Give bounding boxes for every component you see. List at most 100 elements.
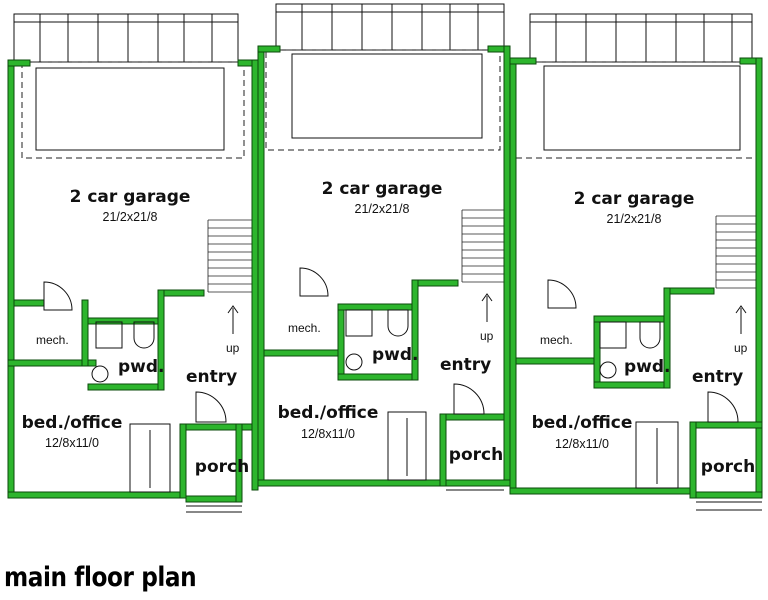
unit-3-overhead-outline <box>515 61 757 159</box>
unit-1-bed-label: bed./office <box>22 413 123 433</box>
unit-2-shower-icon <box>345 309 373 337</box>
unit-3-bed-label: bed./office <box>532 413 633 433</box>
unit-2-porch-label: porch <box>449 445 503 465</box>
unit-1-wall-top-left <box>7 59 31 67</box>
unit-2-wall-bottom <box>257 479 511 487</box>
unit-1-shower-icon <box>95 321 123 349</box>
unit-3-bed-dims: 12/8x11/0 <box>555 437 609 451</box>
unit-1-entry-door <box>195 391 227 423</box>
unit-2-toilet-icon <box>345 353 363 371</box>
unit-2-entry-label: entry <box>440 355 491 375</box>
unit-3-garage-label: 2 car garage <box>574 189 695 209</box>
unit-1-sink-icon <box>133 321 155 349</box>
unit-1-door-swing <box>43 281 73 311</box>
unit-2-stairs <box>461 209 508 283</box>
unit-3-wall-top-left <box>509 57 537 65</box>
unit-1-pwd-top <box>87 317 163 325</box>
unit-3-wall-left <box>509 57 517 495</box>
unit-1-wall-bottom <box>7 491 187 499</box>
unit-1-porch-right <box>235 423 243 503</box>
unit-1-porch-left <box>179 423 187 499</box>
unit-2-wall-left <box>257 45 265 487</box>
unit-3-deck-railing <box>529 13 753 63</box>
unit-3-entry-top <box>669 287 715 295</box>
unit-2-entry-door <box>453 383 485 415</box>
unit-2-closet <box>387 411 427 481</box>
unit-3-up-label: up <box>734 341 748 355</box>
unit-2-up-arrow-icon <box>481 293 493 322</box>
unit-1-porch-label: porch <box>195 457 249 477</box>
unit-2-bed-dims: 12/8x11/0 <box>301 427 355 441</box>
unit-2-deck-railing <box>275 3 505 51</box>
unit-3-pwd-bottom <box>593 381 669 389</box>
page-title: main floor plan <box>4 562 197 593</box>
unit-3-porch-bottom <box>689 491 763 499</box>
unit-3-garage-door <box>543 65 741 151</box>
unit-2-entry-top <box>417 279 459 287</box>
unit-1-wall-right <box>251 59 259 491</box>
unit-3-wall-right <box>755 57 763 499</box>
unit-1-porch-bottom <box>185 495 243 503</box>
unit-3-pwd-label: pwd. <box>624 357 671 377</box>
unit-1-overhead-outline <box>21 61 245 159</box>
unit-1-mech-wall <box>81 299 89 367</box>
unit-2-overhead-outline <box>265 49 501 151</box>
unit-3-entry-label: entry <box>692 367 743 387</box>
unit-3-pwd-top <box>593 315 669 323</box>
front-walkways <box>186 489 762 513</box>
unit-1-mech-top <box>13 299 45 307</box>
unit-1-deck-railing <box>13 13 239 63</box>
unit-2-porch-top <box>439 413 505 421</box>
unit-1-entry-label: entry <box>186 367 237 387</box>
unit-1-bed-dims: 12/8x11/0 <box>45 436 99 450</box>
unit-3-entry-door <box>707 391 739 423</box>
unit-1-pwd-bottom <box>87 383 163 391</box>
unit-1-toilet-icon <box>91 365 109 383</box>
unit-3-porch-top <box>689 421 763 429</box>
unit-2-porch-left <box>439 413 447 487</box>
unit-2-door-swing <box>299 267 329 297</box>
unit-2: 2 car garage 21/2x21/8 mech. pwd. entry … <box>257 3 511 487</box>
unit-1-mech-floor <box>7 359 97 367</box>
unit-1: 2 car garage 21/2x21/8 mech. pwd. entry … <box>7 13 259 503</box>
unit-1-entry-top <box>163 289 205 297</box>
unit-3-door-swing <box>547 279 577 309</box>
unit-2-up-label: up <box>480 329 494 343</box>
unit-3-mech-label: mech. <box>540 333 573 347</box>
unit-3-up-arrow-icon <box>735 305 747 334</box>
unit-2-wall-right <box>503 45 511 487</box>
unit-3-wall-bottom <box>509 487 697 495</box>
unit-1-pwd-label: pwd. <box>118 357 165 377</box>
unit-1-garage-door <box>35 67 225 151</box>
unit-3-sink-icon <box>639 321 661 349</box>
unit-1-closet <box>129 423 171 493</box>
unit-2-garage-dims: 21/2x21/8 <box>355 202 410 216</box>
unit-3-stairs <box>715 215 760 289</box>
unit-3-porch-left <box>689 421 697 499</box>
unit-1-garage-label: 2 car garage <box>70 187 191 207</box>
unit-2-bed-label: bed./office <box>278 403 379 423</box>
unit-1-up-label: up <box>226 341 240 355</box>
unit-1-garage-dims: 21/2x21/8 <box>103 210 158 224</box>
unit-2-mech-floor <box>263 349 345 357</box>
unit-3-pwd-right <box>663 287 671 389</box>
unit-1-up-arrow-icon <box>227 305 239 334</box>
unit-1-stairs <box>207 219 256 293</box>
unit-3: 2 car garage 21/2x21/8 mech. pwd. entry … <box>509 13 763 499</box>
unit-2-garage-door <box>291 53 483 139</box>
unit-2-wall-top-left <box>257 45 281 53</box>
unit-2-pwd-bottom <box>337 373 417 381</box>
unit-3-toilet-icon <box>599 361 617 379</box>
unit-3-mech-floor <box>515 357 601 365</box>
unit-3-mech-wall <box>593 315 601 389</box>
unit-2-sink-icon <box>387 309 409 337</box>
unit-3-shower-icon <box>599 321 627 349</box>
unit-1-pwd-right <box>157 289 165 391</box>
unit-3-closet <box>635 421 679 489</box>
unit-2-mech-label: mech. <box>288 321 321 335</box>
unit-1-wall-left <box>7 59 15 499</box>
unit-3-garage-dims: 21/2x21/8 <box>607 212 662 226</box>
unit-2-pwd-top <box>337 303 417 311</box>
unit-2-garage-label: 2 car garage <box>322 179 443 199</box>
